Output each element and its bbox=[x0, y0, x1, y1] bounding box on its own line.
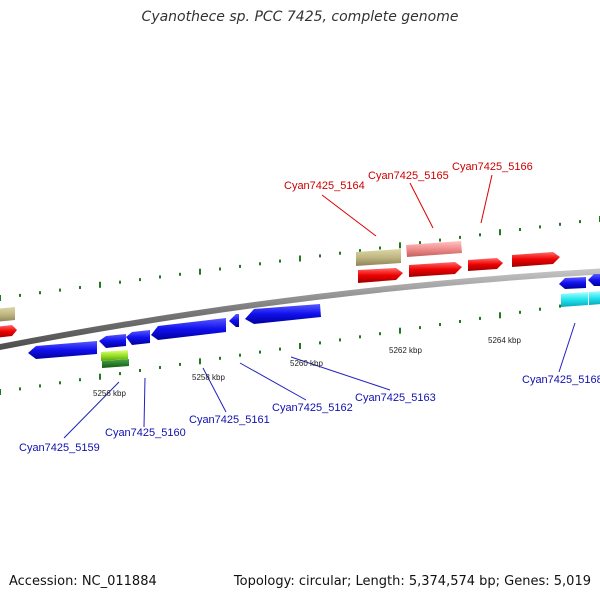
genome-title: Cyanothece sp. PCC 7425, complete genome bbox=[141, 9, 459, 25]
leader-5164 bbox=[321, 194, 377, 237]
leader-5160 bbox=[143, 377, 146, 428]
gene-cyan7425-5164[interactable] bbox=[356, 249, 401, 266]
accession-text: Accession: NC_011884 bbox=[9, 574, 157, 589]
gene-blue-a[interactable] bbox=[28, 341, 97, 359]
gene-red-c[interactable] bbox=[512, 252, 560, 267]
tick-row-bottom bbox=[0, 297, 600, 395]
label-cyan7425-5166[interactable]: Cyan7425_5166 bbox=[452, 161, 533, 173]
gene-blue-right-2[interactable] bbox=[588, 274, 600, 286]
minus-strand-genes bbox=[28, 274, 600, 368]
label-cyan7425-5161[interactable]: Cyan7425_5161 bbox=[189, 414, 270, 426]
label-cyan7425-5163[interactable]: Cyan7425_5163 bbox=[355, 392, 436, 404]
leader-5168 bbox=[558, 322, 576, 373]
gene-cyan7425-5159-lower[interactable] bbox=[102, 359, 129, 368]
scale-label-5258: 5258 kbp bbox=[192, 373, 225, 382]
gene-red-b[interactable] bbox=[409, 262, 462, 277]
scale-label-5262: 5262 kbp bbox=[389, 346, 422, 355]
gene-blue-e[interactable] bbox=[229, 314, 239, 327]
leader-5166 bbox=[480, 174, 493, 224]
label-cyan7425-5160[interactable]: Cyan7425_5160 bbox=[105, 427, 186, 439]
gene-blue-b[interactable] bbox=[99, 334, 126, 348]
leader-5159 bbox=[63, 381, 120, 439]
tick-row-top bbox=[0, 216, 600, 301]
scale-label-5264: 5264 kbp bbox=[488, 336, 521, 345]
label-cyan7425-5164[interactable]: Cyan7425_5164 bbox=[284, 180, 365, 192]
label-cyan7425-5162[interactable]: Cyan7425_5162 bbox=[272, 402, 353, 414]
gene-cyan7425-5166[interactable] bbox=[468, 258, 503, 271]
leader-5165 bbox=[409, 182, 434, 229]
label-cyan7425-5165[interactable]: Cyan7425_5165 bbox=[368, 170, 449, 182]
leader-5163 bbox=[290, 356, 391, 391]
gene-blue-f[interactable] bbox=[245, 304, 321, 324]
genome-backbone bbox=[0, 268, 600, 351]
gene-cyan7425-5159[interactable] bbox=[101, 350, 128, 361]
gene-red-0[interactable] bbox=[0, 325, 17, 338]
gene-blue-d[interactable] bbox=[151, 318, 226, 340]
scale-label-5256: 5256 kbp bbox=[93, 389, 126, 398]
plus-strand-genes bbox=[0, 241, 600, 338]
gene-khaki-0[interactable] bbox=[0, 307, 15, 322]
gene-blue-c[interactable] bbox=[126, 330, 150, 345]
leader-lines bbox=[63, 174, 576, 439]
label-cyan7425-5159[interactable]: Cyan7425_5159 bbox=[19, 442, 100, 454]
label-cyan7425-5168[interactable]: Cyan7425_5168 bbox=[522, 374, 600, 386]
leader-5161 bbox=[202, 367, 227, 413]
gene-blue-right[interactable] bbox=[559, 277, 586, 289]
gene-cyan7425-5168[interactable] bbox=[561, 292, 588, 307]
gene-cyan-edge[interactable] bbox=[589, 291, 600, 305]
gene-red-a[interactable] bbox=[358, 268, 403, 283]
scale-label-5260: 5260 kbp bbox=[290, 359, 323, 368]
leader-5162 bbox=[239, 362, 307, 401]
gene-cyan7425-5165[interactable] bbox=[406, 241, 462, 257]
genome-summary-text: Topology: circular; Length: 5,374,574 bp… bbox=[233, 574, 591, 589]
